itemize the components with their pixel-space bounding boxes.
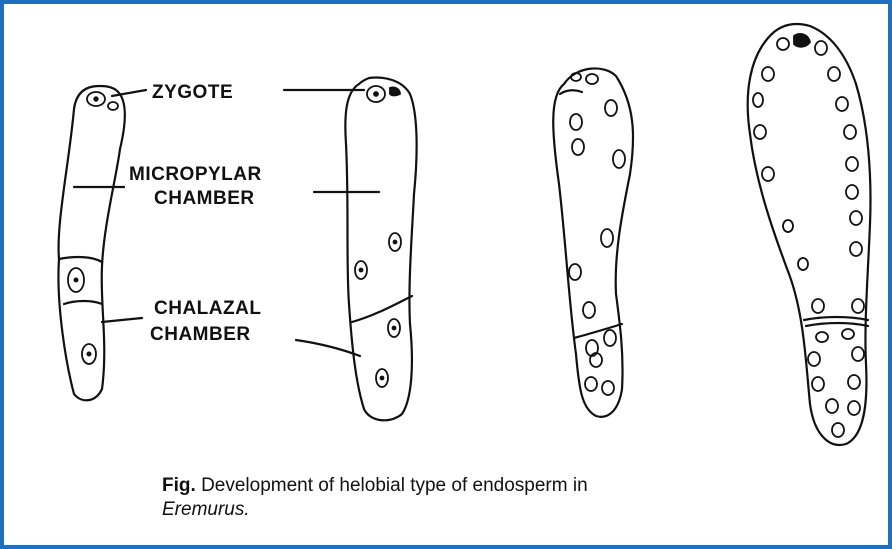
caption-genus: Eremurus.: [162, 499, 250, 520]
chamber-wall-2: [352, 296, 412, 322]
chalazal-leader-right: [296, 340, 360, 356]
sac-stage-4: [748, 24, 871, 445]
caption-text: Development of helobial type of endosper…: [201, 475, 588, 496]
caption-fig: Fig.: [162, 475, 196, 496]
endosperm-diagram: ZYGOTE MICROPYLAR CHAMBER CHALAZAL CHAMB…: [4, 4, 888, 545]
label-zygote: ZYGOTE: [152, 82, 233, 103]
label-chalazal-2: CHAMBER: [150, 324, 251, 345]
label-chalazal-1: CHALAZAL: [154, 298, 261, 319]
chamber-wall-1: [59, 257, 102, 262]
label-micropylar-2: CHAMBER: [154, 188, 255, 209]
chalazal-leader-left: [102, 318, 142, 322]
chamber-wall-4: [804, 317, 868, 320]
sac-stage-3: [553, 68, 633, 416]
label-micropylar-1: MICROPYLAR: [129, 164, 262, 185]
sac-stage-1: [58, 86, 124, 400]
diagram-stage: ZYGOTE MICROPYLAR CHAMBER CHALAZAL CHAMB…: [4, 4, 888, 545]
chamber-wall-3: [574, 324, 622, 338]
figure-caption: Fig. Development of helobial type of end…: [162, 474, 862, 522]
